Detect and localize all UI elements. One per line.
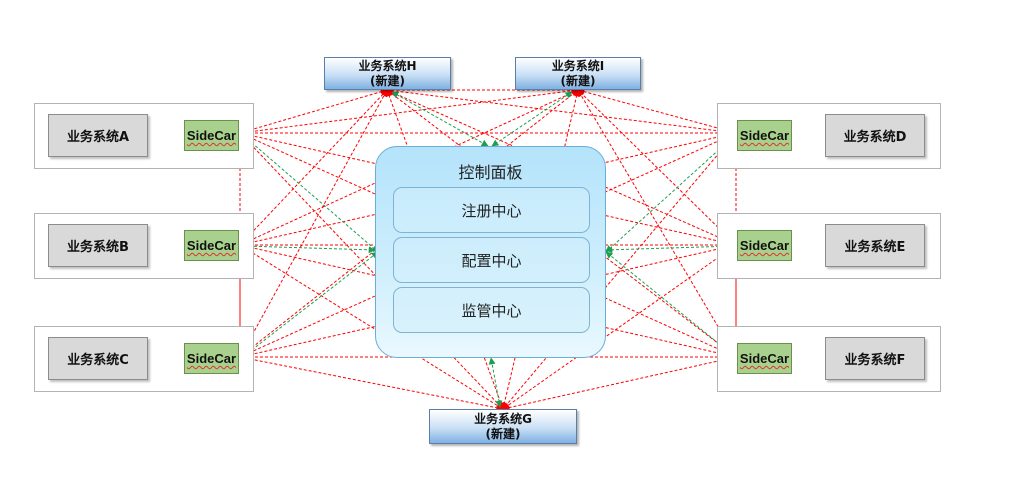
system-b-box[interactable]: 业务系统B [48, 224, 148, 267]
system-g-label: 业务系统G [474, 411, 532, 426]
system-h-note: (新建) [370, 73, 405, 88]
system-i-box[interactable]: 业务系统I (新建) [515, 57, 641, 90]
config-center[interactable]: 配置中心 [393, 237, 590, 283]
mesh-link-c-g [239, 354, 504, 412]
control-link-h [391, 91, 489, 147]
control-link-e [605, 242, 735, 254]
control-link-c [243, 251, 379, 357]
mesh-link-d-h [386, 87, 737, 136]
control-link-d [605, 135, 735, 253]
control-plane-title: 控制面板 [458, 163, 523, 182]
system-i-label: 业务系统I [551, 58, 605, 73]
control-link-b [243, 242, 376, 254]
system-d-box[interactable]: 业务系统D [825, 114, 925, 157]
control-link-i [491, 91, 573, 147]
control-link-f [605, 251, 735, 357]
mesh-link-f-g [502, 354, 737, 412]
sidecar-c[interactable]: SideCar [184, 343, 239, 374]
registry-center[interactable]: 注册中心 [393, 187, 590, 233]
control-link-g [488, 357, 503, 408]
system-a-box[interactable]: 业务系统A [48, 114, 148, 157]
system-g-box[interactable]: 业务系统G (新建) [429, 409, 577, 444]
system-g-note: (新建) [485, 426, 521, 441]
system-i-note: (新建) [560, 73, 596, 88]
sidecar-a[interactable]: SideCar [184, 120, 239, 151]
sidecar-d[interactable]: SideCar [737, 120, 792, 151]
system-h-label: 业务系统H [358, 58, 417, 73]
mesh-link-a-h [239, 88, 388, 135]
sidecar-b[interactable]: SideCar [184, 230, 239, 261]
system-e-box[interactable]: 业务系统E [825, 224, 925, 267]
mesh-link-d-i [577, 88, 737, 135]
mesh-link-a-i [239, 87, 579, 136]
sidecar-e[interactable]: SideCar [737, 230, 792, 261]
system-f-box[interactable]: 业务系统F [825, 337, 925, 380]
control-plane[interactable]: 控制面板 注册中心 配置中心 监管中心 [375, 146, 606, 358]
control-link-a [243, 135, 379, 253]
monitor-center[interactable]: 监管中心 [393, 287, 590, 333]
sidecar-f[interactable]: SideCar [737, 343, 792, 374]
system-c-box[interactable]: 业务系统C [48, 337, 148, 380]
mesh-link-b-h [239, 89, 388, 246]
system-h-box[interactable]: 业务系统H (新建) [324, 57, 451, 90]
